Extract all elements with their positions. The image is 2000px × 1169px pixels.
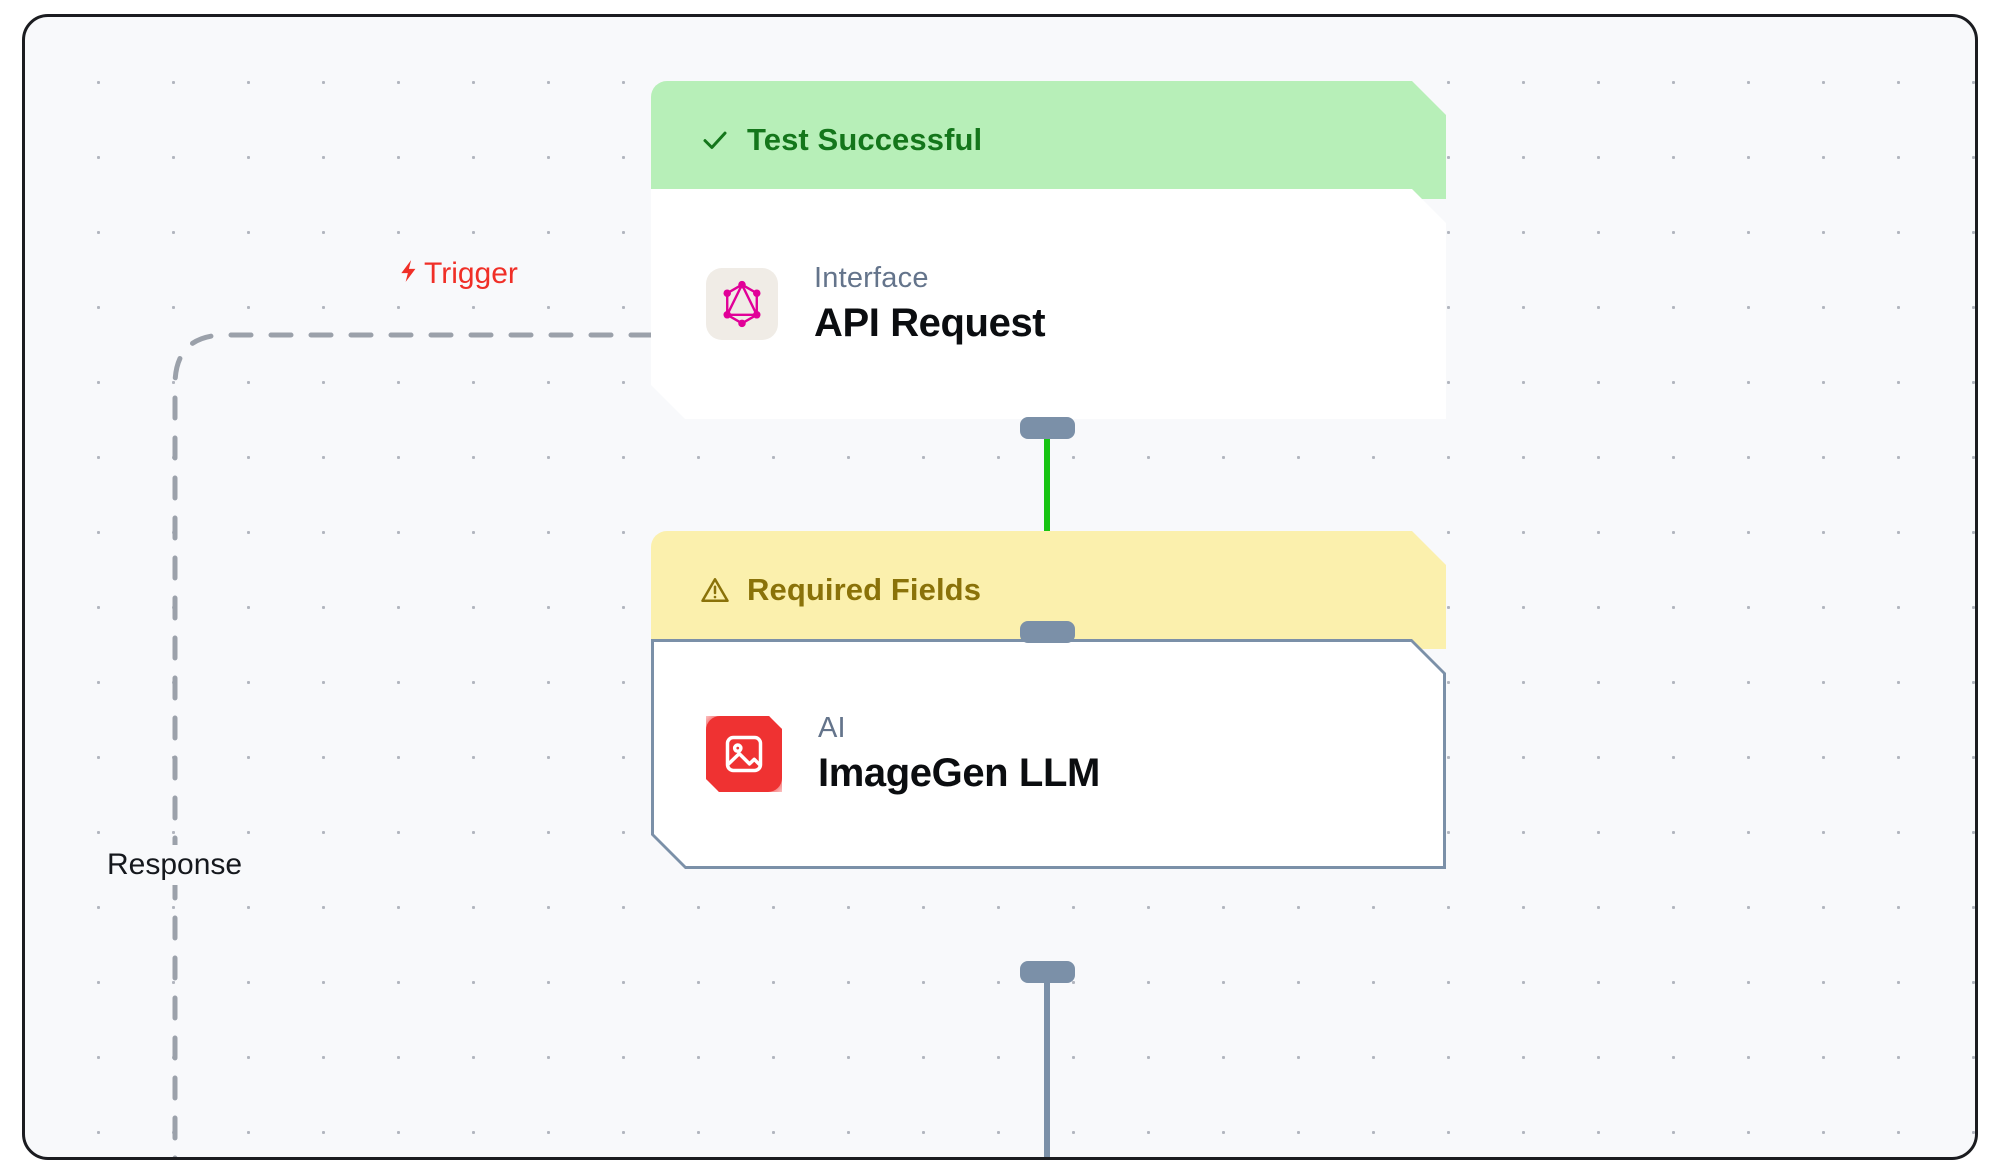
node-kind-label: AI	[818, 712, 846, 744]
check-icon	[699, 124, 731, 156]
trigger-label: Trigger	[397, 256, 518, 291]
wire-trigger	[172, 332, 654, 1157]
warning-triangle-icon	[699, 574, 731, 606]
port-imagegen-output[interactable]	[1020, 961, 1075, 983]
workflow-canvas[interactable]: Trigger Response Test Successful	[22, 14, 1978, 1160]
status-banner-text: Test Successful	[747, 122, 983, 157]
node-text-imagegen-llm: AI ImageGen LLM	[818, 712, 1100, 796]
port-api-request-output[interactable]	[1020, 417, 1075, 439]
port-imagegen-input[interactable]	[1020, 621, 1075, 643]
image-icon	[706, 716, 782, 792]
status-banner-test-successful: Test Successful	[651, 81, 1446, 199]
node-text-api-request: Interface API Request	[814, 262, 1045, 346]
lightning-bolt-icon	[397, 256, 423, 291]
trigger-label-text: Trigger	[424, 256, 518, 290]
response-label: Response	[97, 845, 253, 885]
node-body-api-request[interactable]: Interface API Request	[651, 189, 1446, 419]
node-body-imagegen-llm[interactable]: AI ImageGen LLM	[654, 642, 1443, 866]
node-kind-label: Interface	[814, 262, 929, 294]
graphql-icon	[706, 268, 778, 340]
node-title-label: ImageGen LLM	[818, 751, 1100, 795]
node-title-label: API Request	[814, 301, 1046, 345]
response-label-text: Response	[107, 848, 243, 881]
status-banner-text: Required Fields	[747, 572, 982, 607]
